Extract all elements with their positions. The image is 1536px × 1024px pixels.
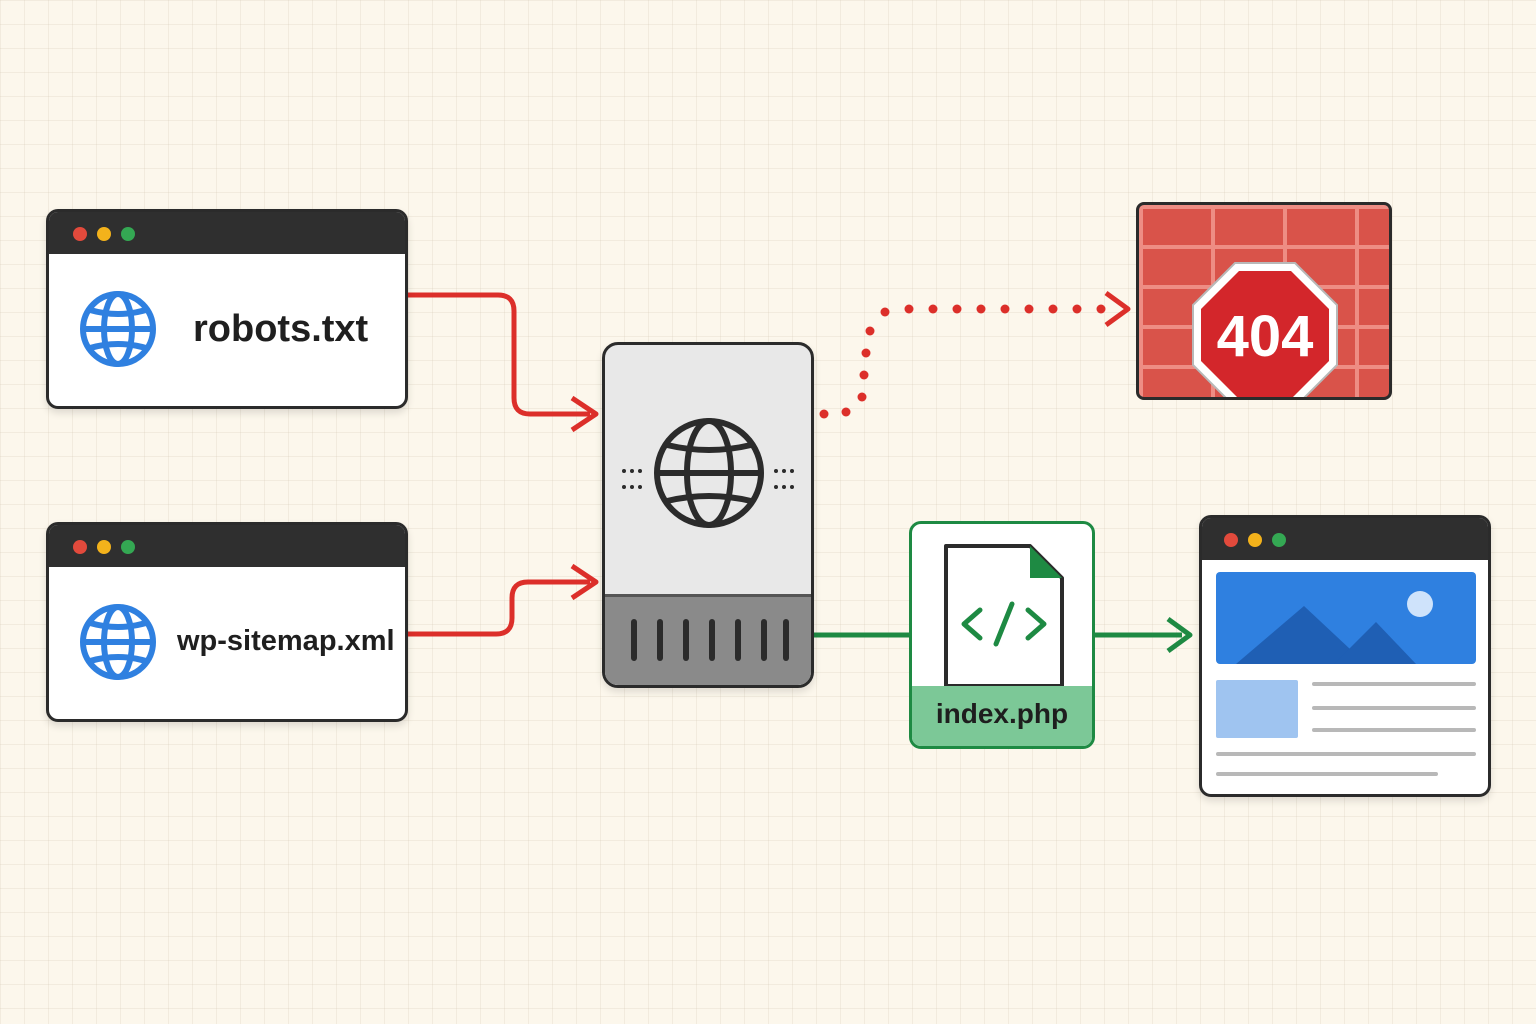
globe-icon xyxy=(80,604,156,680)
window-titlebar xyxy=(49,525,405,567)
webpage-arrowhead xyxy=(1166,616,1193,654)
image-icon xyxy=(1216,572,1476,664)
robots-to-server-arrow xyxy=(408,292,590,417)
code-file-icon xyxy=(944,544,1064,688)
minimize-dot xyxy=(1248,533,1262,547)
vent xyxy=(735,619,741,661)
vent xyxy=(683,619,689,661)
php-file-footer: index.php xyxy=(912,686,1092,746)
globe-icon xyxy=(80,291,156,367)
firewall-block: 404 xyxy=(1136,202,1392,400)
error-code-label: 404 xyxy=(1216,304,1314,369)
robots-window: robots.txt xyxy=(46,209,408,409)
window-titlebar xyxy=(49,212,405,254)
globe-icon xyxy=(654,418,764,528)
stop-sign-icon xyxy=(1192,262,1338,397)
close-dot xyxy=(73,227,87,241)
minimize-dot xyxy=(97,540,111,554)
vent xyxy=(783,619,789,661)
server-base xyxy=(605,594,811,685)
sitemap-window: wp-sitemap.xml xyxy=(46,522,408,722)
php-file-card: index.php xyxy=(909,521,1095,749)
minimize-dot xyxy=(97,227,111,241)
content-placeholder xyxy=(1216,680,1476,776)
php-file-label: index.php xyxy=(935,698,1069,729)
webpage-window xyxy=(1199,515,1491,797)
close-dot xyxy=(1224,533,1238,547)
maximize-dot xyxy=(121,540,135,554)
vent xyxy=(761,619,767,661)
close-dot xyxy=(73,540,87,554)
robots-label: robots.txt xyxy=(193,308,369,350)
server-to-404-dotted-arrow xyxy=(819,304,1106,419)
sitemap-to-server-arrow xyxy=(408,579,590,637)
vent xyxy=(657,619,663,661)
dots-left-icon xyxy=(622,469,642,489)
robots-arrowhead xyxy=(570,395,599,433)
vent xyxy=(709,619,715,661)
sitemap-arrowhead xyxy=(570,563,599,601)
404-arrowhead xyxy=(1104,290,1131,328)
dots-right-icon xyxy=(774,469,794,489)
window-titlebar xyxy=(1202,518,1488,560)
maximize-dot xyxy=(121,227,135,241)
web-server xyxy=(602,342,814,688)
sitemap-label: wp-sitemap.xml xyxy=(177,625,395,657)
vent xyxy=(631,619,637,661)
maximize-dot xyxy=(1272,533,1286,547)
